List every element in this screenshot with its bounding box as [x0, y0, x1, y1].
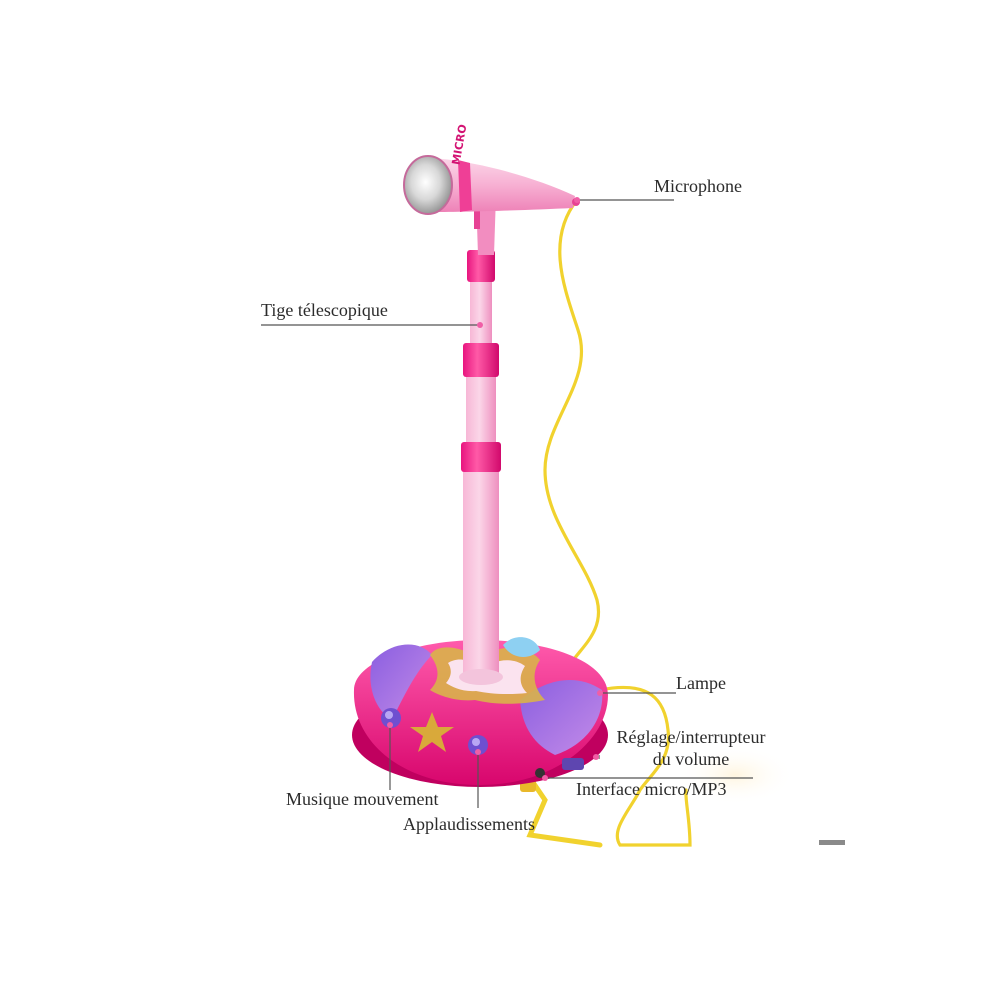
- mic-mp3-jack: [535, 768, 545, 778]
- applause-label: Applaudissements: [403, 814, 535, 834]
- mic-brand-text: MICRO: [449, 123, 469, 166]
- telescopic-pole-label: Tige télescopique: [261, 300, 388, 320]
- mic-grill: [404, 156, 452, 214]
- pole-ring-top: [467, 250, 495, 282]
- corner-mark: [819, 840, 845, 845]
- microphone: MICRO: [403, 123, 580, 215]
- volume-control-label: Réglage/interrupteur du volume: [602, 726, 780, 770]
- pole-ring-middle: [463, 343, 499, 377]
- pole-ring-lower: [461, 442, 501, 472]
- left-purple-panel: [370, 644, 432, 720]
- volume-control-label-line1: Réglage/interrupteur: [616, 727, 766, 747]
- volume-knob: [562, 758, 584, 770]
- leader-lines: [261, 199, 753, 808]
- cable-plug: [525, 772, 603, 848]
- volume-control-label-line2: du volume: [652, 749, 730, 769]
- light-glow: [675, 745, 795, 805]
- microphone-label: Microphone: [654, 176, 742, 196]
- music-motion-label: Musique mouvement: [286, 789, 439, 809]
- microphone-cable: [543, 198, 692, 847]
- lamp-label: Lampe: [676, 673, 726, 693]
- telescopic-pole: [459, 250, 503, 685]
- leader-dots: [387, 197, 603, 781]
- gold-star: [410, 712, 454, 752]
- mic-mp3-interface-label: Interface micro/MP3: [576, 779, 727, 799]
